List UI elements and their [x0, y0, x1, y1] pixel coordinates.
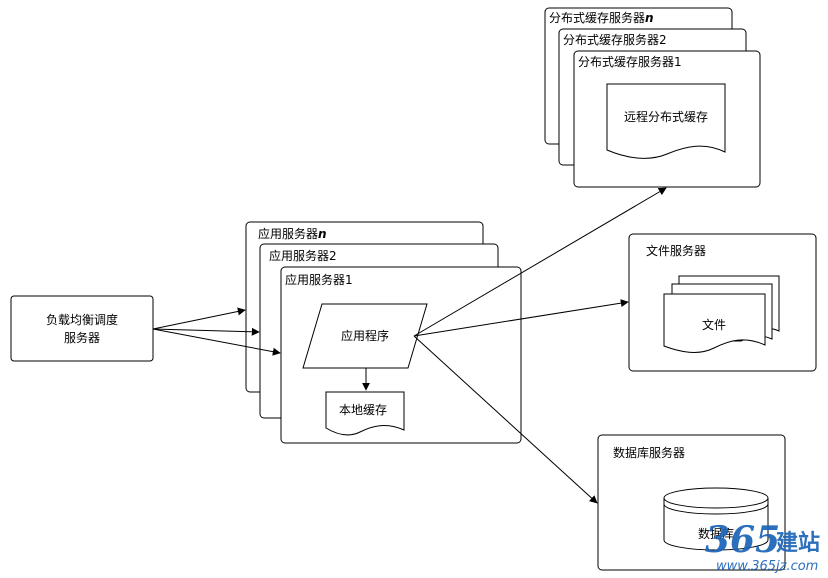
local-cache-label: 本地缓存 — [339, 403, 387, 417]
lb-to-app-n-arrow — [152, 307, 246, 330]
database-cylinder-shape: 数据库 — [663, 487, 769, 551]
remote-cache-label: 远程分布式缓存 — [624, 109, 708, 124]
load-balancer-label-line1: 负载均衡调度 — [46, 312, 118, 327]
database-label: 数据库 — [698, 526, 734, 541]
file-server-label: 文件服务器 — [646, 243, 706, 258]
watermark-brand-number: 365 — [705, 519, 780, 561]
file-label: 文件 — [702, 317, 726, 332]
cache-server-2-label: 分布式缓存服务器2 — [563, 32, 667, 47]
app-server-n-label: 应用服务器n — [258, 226, 327, 241]
lb-to-app-2-arrow — [152, 327, 260, 336]
app-program-shape: 应用程序 — [302, 303, 428, 369]
app-server-2-label: 应用服务器2 — [269, 248, 337, 263]
app-server-1-label: 应用服务器1 — [285, 272, 353, 287]
local-cache-shape: 本地缓存 — [325, 391, 405, 436]
load-balancer-box: 负载均衡调度 服务器 — [10, 295, 154, 362]
cache-server-n-label: 分布式缓存服务器n — [549, 10, 654, 25]
app-to-cache-arrow — [413, 187, 667, 337]
app-program-label: 应用程序 — [341, 328, 389, 343]
load-balancer-label-line2: 服务器 — [64, 330, 100, 345]
db-server-label: 数据库服务器 — [613, 445, 685, 460]
app-to-file-arrow — [413, 299, 629, 337]
lb-to-app-1-arrow — [152, 328, 281, 356]
file-stack-shape: 文件 — [663, 275, 780, 353]
watermark-logo: 365 建站 www.365jz.com — [705, 519, 820, 574]
app-to-db-arrow — [413, 335, 598, 504]
cache-server-1-label: 分布式缓存服务器1 — [578, 54, 682, 69]
watermark-brand-text: 建站 — [776, 531, 820, 556]
watermark-url: www.365jz.com — [716, 559, 818, 574]
remote-cache-shape: 远程分布式缓存 — [606, 83, 726, 159]
